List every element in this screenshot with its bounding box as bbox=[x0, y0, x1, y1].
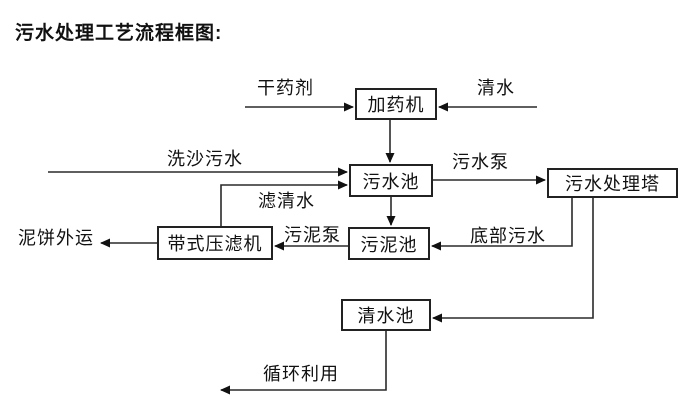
label-mud-cake-out: 泥饼外运 bbox=[18, 228, 94, 248]
node-dosing-machine: 加药机 bbox=[355, 88, 437, 120]
label-recycling: 循环利用 bbox=[263, 364, 339, 384]
label-sand-washing-sewage: 洗沙污水 bbox=[167, 149, 243, 169]
label-clean-water: 清水 bbox=[477, 78, 515, 98]
page-title: 污水处理工艺流程框图: bbox=[15, 23, 223, 44]
arrow-clear-water-pool-to-recycling bbox=[220, 331, 387, 395]
node-treatment-tower: 污水处理塔 bbox=[547, 168, 678, 198]
node-sludge-pool: 污泥池 bbox=[348, 227, 430, 260]
node-clear-water-pool: 清水池 bbox=[341, 299, 431, 331]
label-bottom-sewage: 底部污水 bbox=[470, 226, 546, 246]
arrow-treatment-tower-to-clear-water-pool bbox=[432, 198, 594, 323]
label-dry-chemical: 干药剂 bbox=[257, 78, 314, 98]
label-sludge-pump: 污泥泵 bbox=[284, 225, 341, 245]
label-filtered-water: 滤清水 bbox=[258, 191, 315, 211]
node-sewage-pool: 污水池 bbox=[349, 164, 433, 197]
label-sewage-pump: 污水泵 bbox=[452, 152, 509, 172]
node-belt-filter-press: 带式压滤机 bbox=[157, 226, 273, 260]
arrow-filtered-water-to-sewage-pool bbox=[220, 180, 348, 226]
arrow-bottom-sewage-to-sludge-pool bbox=[431, 198, 573, 251]
